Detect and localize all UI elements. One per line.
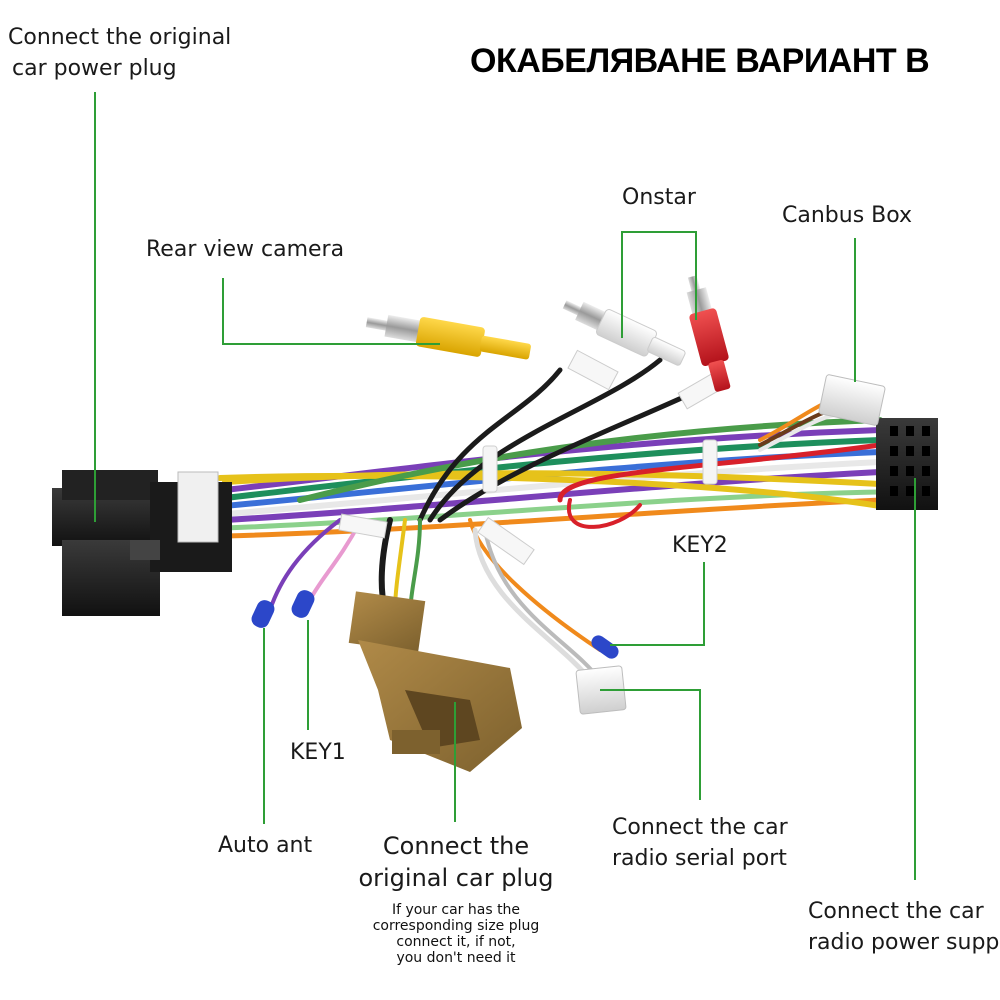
label-line: Connect the original [8, 25, 232, 50]
label-original-car-plug: Connect the original car plug [356, 830, 556, 894]
original-car-plug-connector [348, 591, 522, 772]
rear-camera-rca-connector [365, 314, 531, 360]
label-rear-view-camera: Rear view camera [146, 237, 345, 262]
leader-lines [94, 92, 916, 880]
label-line: radio serial port [612, 846, 787, 871]
onstar-red-rca-connector [686, 275, 731, 392]
label-canbus-box: Canbus Box [782, 203, 913, 228]
canbus-box-connector [818, 374, 886, 426]
note-line: If your car has the [391, 902, 521, 918]
wire-bundle [217, 357, 883, 683]
note-line: connect it, if not, [396, 934, 516, 950]
label-radio-serial-port: Connect the car radio serial port [612, 812, 788, 874]
note-line: you don't need it [396, 950, 516, 966]
label-car-power-plug: Connect the original car power plug [8, 22, 231, 84]
cable-tie [702, 439, 718, 485]
blue-wire-caps [251, 590, 619, 659]
onstar-white-rca-connector [562, 300, 686, 366]
label-key1: KEY1 [290, 740, 346, 765]
label-line: Connect the car [612, 815, 788, 840]
page-title: ОКАБЕЛЯВАНЕ ВАРИАНТ В [470, 42, 930, 80]
label-line: Connect the [382, 832, 530, 860]
car-power-plug-connector [52, 470, 232, 616]
label-key2: KEY2 [672, 533, 728, 558]
label-radio-power-supply: Connect the car radio power suppl [808, 896, 1000, 958]
label-line: Connect the car [808, 899, 984, 924]
label-auto-ant: Auto ant [218, 833, 313, 858]
cable-tie [482, 445, 498, 493]
note-line: corresponding size plug [372, 918, 540, 934]
label-line: original car plug [358, 864, 554, 892]
label-line: radio power suppl [808, 930, 1000, 955]
label-line: car power plug [12, 56, 177, 81]
original-car-plug-note: If your car has the corresponding size p… [358, 902, 554, 966]
label-onstar: Onstar [622, 185, 696, 210]
radio-power-plug-connector [876, 418, 938, 510]
